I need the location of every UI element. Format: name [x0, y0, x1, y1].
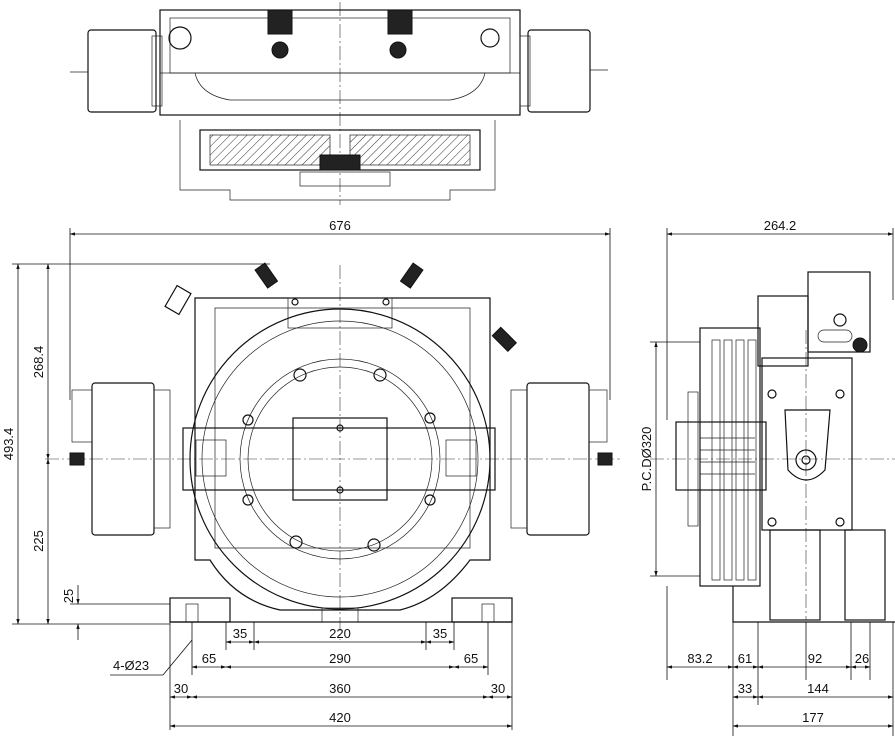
dimension-lines	[12, 228, 894, 736]
dim-front-width: 676	[329, 218, 351, 233]
side-view	[650, 271, 895, 623]
dim-side-61: 61	[738, 651, 752, 666]
dim-base-35-left: 35	[233, 626, 247, 641]
dim-total-height: 493.4	[1, 428, 16, 461]
dim-pcd: P.C.DØ320	[639, 427, 654, 492]
top-view	[70, 2, 608, 205]
dim-side-26: 26	[855, 651, 869, 666]
dim-side-177: 177	[802, 710, 824, 725]
dim-base-30-left: 30	[174, 681, 188, 696]
dimension-labels: 676 264.2 493.4 268.4 225 25 P.C.DØ320 4…	[1, 218, 869, 725]
dim-lower-height: 225	[31, 530, 46, 552]
dim-base-65-left: 65	[202, 651, 216, 666]
dim-base-360: 360	[329, 681, 351, 696]
dim-side-144: 144	[807, 681, 829, 696]
dim-side-92: 92	[808, 651, 822, 666]
dim-side-83-2: 83.2	[687, 651, 712, 666]
dim-side-33: 33	[738, 681, 752, 696]
front-view	[45, 262, 620, 640]
dim-side-width: 264.2	[764, 218, 797, 233]
dim-base-220: 220	[329, 626, 351, 641]
dim-base-35-right: 35	[433, 626, 447, 641]
dim-base-30-right: 30	[491, 681, 505, 696]
dim-base-290: 290	[329, 651, 351, 666]
dim-base-65-right: 65	[464, 651, 478, 666]
dim-base-420: 420	[329, 710, 351, 725]
dim-foot-height: 25	[61, 589, 76, 603]
dim-upper-height: 268.4	[31, 346, 46, 379]
dim-hole-spec: 4-Ø23	[113, 658, 149, 673]
